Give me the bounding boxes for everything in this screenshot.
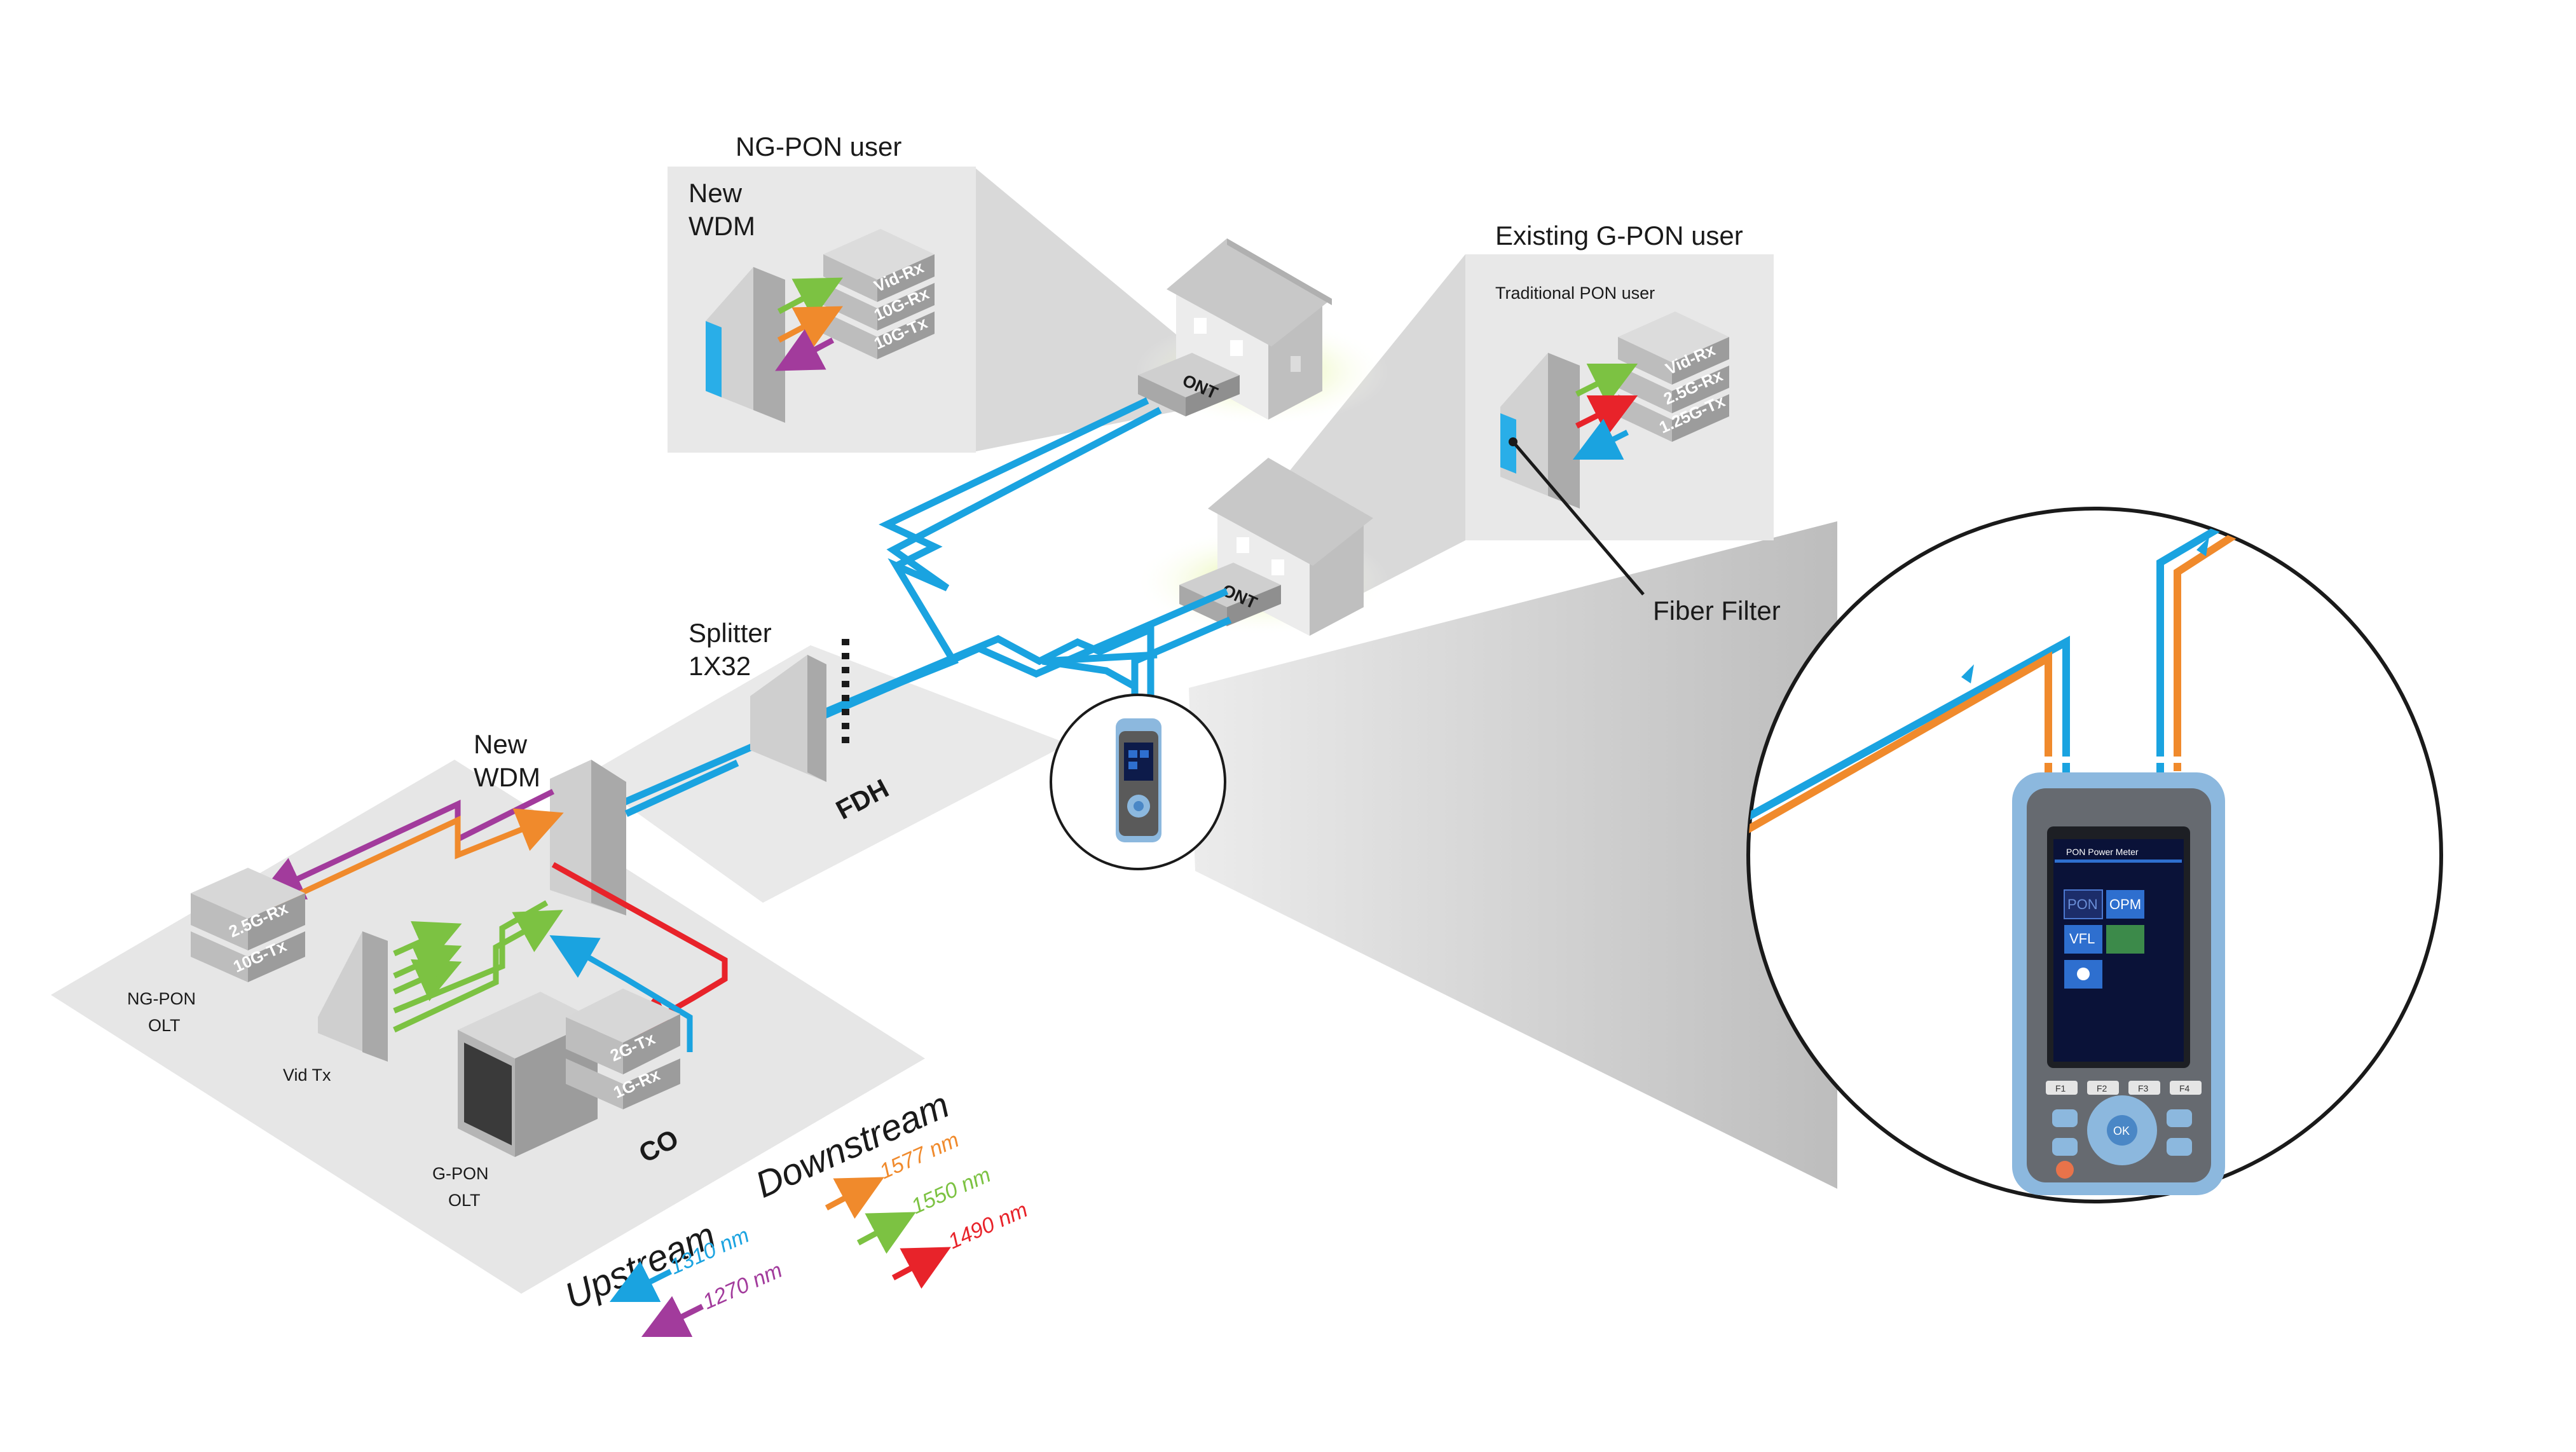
traditional-pon-label: Traditional PON user [1495,284,1655,303]
ngpon-house: ONT [1135,238,1389,426]
ngpon-modules: Vid-Rx 10G-Rx 10G-Tx [823,229,935,359]
gpon-olt-label-1: G-PON [432,1164,489,1183]
pon-power-meter-device: PON Power Meter PON OPM VFL F1 F2 F3 F4 [2012,772,2225,1195]
ngpon-wdm-label-2: WDM [689,211,755,241]
ngpon-user-content: NG-PON user New WDM Vid-Rx 10G-Rx 10G-Tx [689,132,935,423]
key-f1: F1 [2055,1083,2066,1093]
fiber-filter-label: Fiber Filter [1653,596,1781,626]
device-nav-pad: OK [2052,1095,2192,1179]
device-tile-vfl: VFL [2069,931,2095,947]
splitter-label: Splitter [689,618,772,648]
legend-arrow-1270 [641,1296,704,1338]
drop-fibers [793,397,1232,729]
gpon-house: ONT [1135,458,1389,636]
key-f2: F2 [2097,1083,2107,1093]
vid-tx: Vid Tx [283,931,388,1085]
legend-1490: 1490 nm [945,1198,1031,1254]
key-ok: OK [2113,1125,2130,1137]
key-f4: F4 [2179,1083,2190,1093]
device-tile-opm: OPM [2109,896,2141,912]
legend-arrow-1310 [609,1261,673,1303]
ngpon-ont-box: ONT [1138,353,1240,416]
vid-tx-label: Vid Tx [283,1065,331,1085]
device-function-keys: F1 F2 F3 F4 [2046,1081,2202,1095]
wdm-to-splitter-fiber [624,759,739,818]
ngpon-olt-label-1: NG-PON [127,989,196,1008]
device-screen-title: PON Power Meter [2066,847,2139,857]
gpon-modules: Vid-Rx 2.5G-Rx 1.25G-Tx [1618,312,1729,442]
ngpon-wdm-label-1: New [689,178,743,208]
splitter-ratio-label: 1X32 [689,651,751,681]
zoom-cone [1189,521,1837,1189]
gpon-olt-label-2: OLT [448,1191,481,1210]
co-wdm-label-1: New [474,729,528,759]
co-wdm-label-2: WDM [474,762,540,792]
legend-arrow-1490 [891,1247,951,1289]
splitter: Splitter 1X32 FDH [689,618,893,825]
key-f3: F3 [2138,1083,2149,1093]
gpon-ont-box: ONT [1179,563,1281,626]
ngpon-olt: 2.5G-Rx 10G-Tx NG-PON OLT [127,868,305,1035]
small-device-circle [1050,694,1226,870]
zoom-circle: PON Power Meter PON OPM VFL F1 F2 F3 F4 [1746,507,2443,1203]
legend-1550: 1550 nm [908,1163,994,1219]
gpon-user-title: Existing G-PON user [1495,221,1743,250]
ngpon-olt-label-2: OLT [148,1016,181,1035]
fiber-filter-pointer [1512,441,1645,596]
device-tile-pon: PON [2067,896,2098,912]
legend-1270: 1270 nm [699,1258,786,1315]
legend-arrow-1577 [825,1177,884,1219]
ngpon-user-title: NG-PON user [736,132,901,161]
legend-arrow-1550 [856,1212,916,1254]
